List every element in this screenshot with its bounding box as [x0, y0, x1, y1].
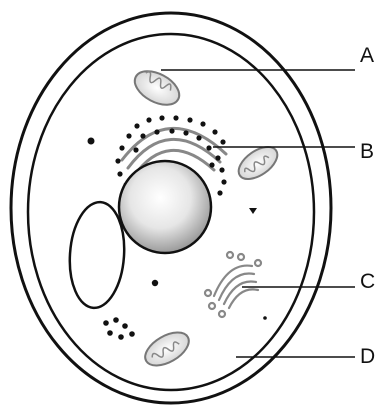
nucleus [119, 161, 211, 253]
label-b: B [360, 140, 374, 163]
mitochondrion-bottom [140, 326, 195, 373]
label-c: C [360, 270, 375, 293]
vacuole [66, 200, 127, 310]
label-a: A [360, 44, 374, 67]
mitochondrion-a [129, 64, 185, 111]
label-d: D [360, 345, 375, 368]
golgi-apparatus-c [205, 252, 261, 317]
